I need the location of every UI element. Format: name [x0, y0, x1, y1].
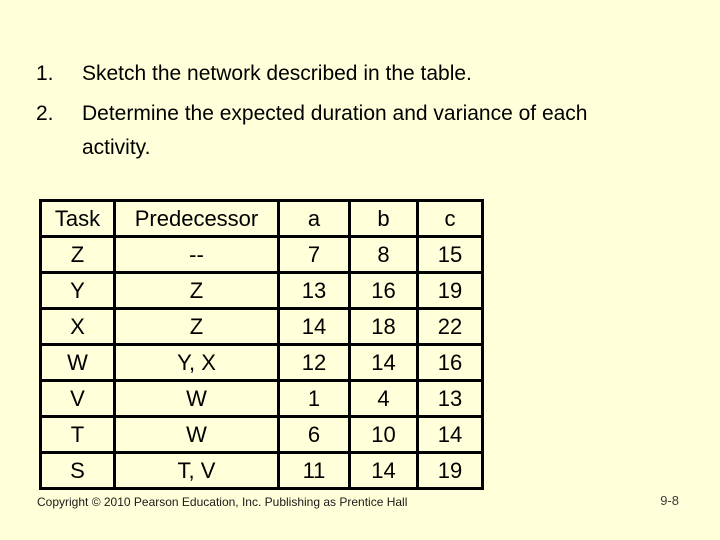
instruction-line: Determine the expected duration and vari…	[82, 102, 588, 125]
table-cell: W	[113, 379, 280, 418]
table-cell: 7	[277, 235, 351, 274]
table-cell: --	[113, 235, 280, 274]
table-cell: T	[39, 415, 116, 454]
table-cell: 14	[416, 415, 484, 454]
table-cell: T, V	[113, 451, 280, 490]
slide-page-number: 9-8	[660, 493, 679, 508]
table-row: Y Z 13 16 19	[39, 271, 484, 310]
instruction-item-1: 1. Sketch the network described in the t…	[36, 57, 676, 91]
activity-table: Task Predecessor a b c Z -- 7 8 15 Y Z 1…	[39, 199, 484, 490]
instruction-number: 1.	[36, 62, 54, 85]
table-cell: Y	[39, 271, 116, 310]
table-header-task: Task	[39, 199, 116, 238]
table-cell: 14	[348, 343, 419, 382]
table-cell: 16	[348, 271, 419, 310]
table-cell: 14	[277, 307, 351, 346]
table-cell: 16	[416, 343, 484, 382]
table-cell: W	[39, 343, 116, 382]
instruction-line: Sketch the network described in the tabl…	[82, 62, 472, 85]
table-row: V W 1 4 13	[39, 379, 484, 418]
table-cell: 19	[416, 451, 484, 490]
table-cell: S	[39, 451, 116, 490]
instruction-text: Sketch the network described in the tabl…	[82, 57, 676, 91]
table-header-a: a	[277, 199, 351, 238]
table-header-c: c	[416, 199, 484, 238]
table-cell: W	[113, 415, 280, 454]
table-cell: V	[39, 379, 116, 418]
instruction-item-2: 2. Determine the expected duration and v…	[36, 97, 676, 165]
table-cell: 11	[277, 451, 351, 490]
table-cell: Z	[113, 307, 280, 346]
table-cell: Z	[39, 235, 116, 274]
table-cell: Z	[113, 271, 280, 310]
table-cell: X	[39, 307, 116, 346]
table-row: S T, V 11 14 19	[39, 451, 484, 490]
table-row: T W 6 10 14	[39, 415, 484, 454]
table-cell: 14	[348, 451, 419, 490]
table-header-b: b	[348, 199, 419, 238]
table-cell: 18	[348, 307, 419, 346]
table-cell: 15	[416, 235, 484, 274]
instruction-number: 2.	[36, 102, 54, 125]
table-row: W Y, X 12 14 16	[39, 343, 484, 382]
instruction-line: activity.	[82, 136, 151, 159]
table-cell: 13	[277, 271, 351, 310]
table-cell: 8	[348, 235, 419, 274]
table-header-row: Task Predecessor a b c	[39, 199, 484, 238]
table-cell: 19	[416, 271, 484, 310]
instruction-text: Determine the expected duration and vari…	[82, 97, 676, 165]
instruction-list: 1. Sketch the network described in the t…	[36, 57, 676, 171]
table-cell: 4	[348, 379, 419, 418]
table-row: Z -- 7 8 15	[39, 235, 484, 274]
table-cell: 10	[348, 415, 419, 454]
table-cell: Y, X	[113, 343, 280, 382]
table-row: X Z 14 18 22	[39, 307, 484, 346]
table-cell: 1	[277, 379, 351, 418]
table-header-predecessor: Predecessor	[113, 199, 280, 238]
table-cell: 22	[416, 307, 484, 346]
table-cell: 12	[277, 343, 351, 382]
table-cell: 13	[416, 379, 484, 418]
copyright-notice: Copyright © 2010 Pearson Education, Inc.…	[37, 495, 408, 509]
table-cell: 6	[277, 415, 351, 454]
